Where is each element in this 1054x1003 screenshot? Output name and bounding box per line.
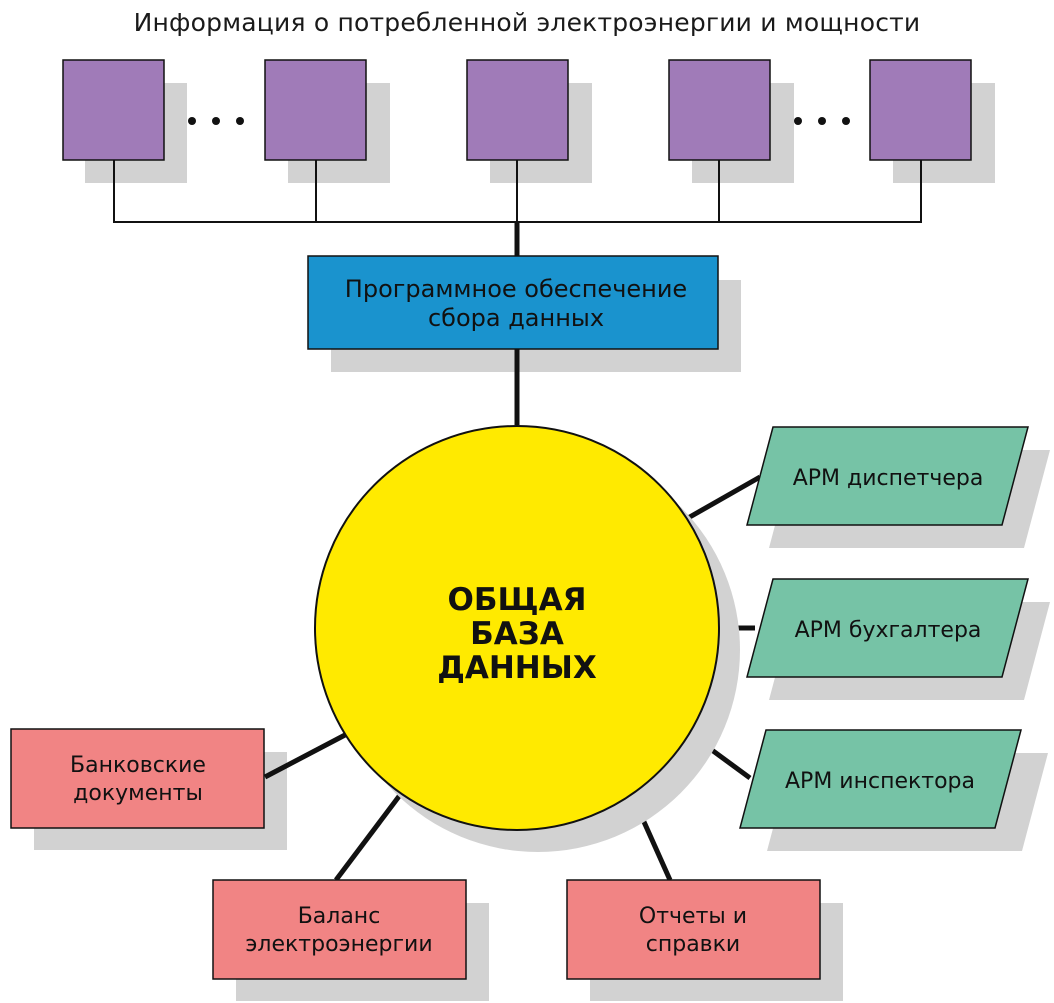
meter-box: [264, 59, 367, 161]
database-line2: БАЗА: [470, 616, 564, 652]
workstation-inspector-label: АРМ инспектора: [785, 769, 975, 794]
workstation-accountant-box: [746, 578, 1029, 678]
output-bank-documents-box: [10, 728, 265, 829]
ellipsis-right: [794, 117, 850, 125]
meter-box: [668, 59, 771, 161]
software-box: [307, 255, 719, 350]
output-bank-documents-line1: Банковские: [70, 753, 206, 778]
meter-box: [466, 59, 569, 161]
output-reports-line2: справки: [646, 932, 740, 957]
meter-box: [869, 59, 972, 161]
database-connectors: [263, 474, 762, 882]
database-circle: [314, 425, 720, 831]
workstation-accountant-label: АРМ бухгалтера: [795, 618, 982, 643]
ellipsis-left: [188, 117, 244, 125]
output-energy-balance-box: [212, 879, 467, 980]
software-box-line2: сбора данных: [428, 304, 604, 332]
database-line1: ОБЩАЯ: [448, 582, 587, 618]
output-bank-documents-line2: документы: [73, 781, 203, 806]
diagram-title: Информация о потребленной электроэнергии…: [133, 8, 921, 37]
output-energy-balance-line1: Баланс: [298, 904, 381, 929]
meter-box: [62, 59, 165, 161]
output-reports-box: [566, 879, 821, 980]
workstation-dispatcher-label: АРМ диспетчера: [793, 466, 984, 491]
workstation-dispatcher-box: [746, 426, 1029, 526]
output-energy-balance-line2: электроэнергии: [245, 932, 432, 957]
meter-bus: [113, 160, 922, 223]
meter-boxes: [62, 59, 972, 161]
output-reports-line1: Отчеты и: [639, 904, 747, 929]
workstation-inspector-box: [739, 729, 1022, 829]
software-box-line1: Программное обеспечение: [345, 275, 687, 303]
database-line3: ДАННЫХ: [437, 650, 597, 686]
